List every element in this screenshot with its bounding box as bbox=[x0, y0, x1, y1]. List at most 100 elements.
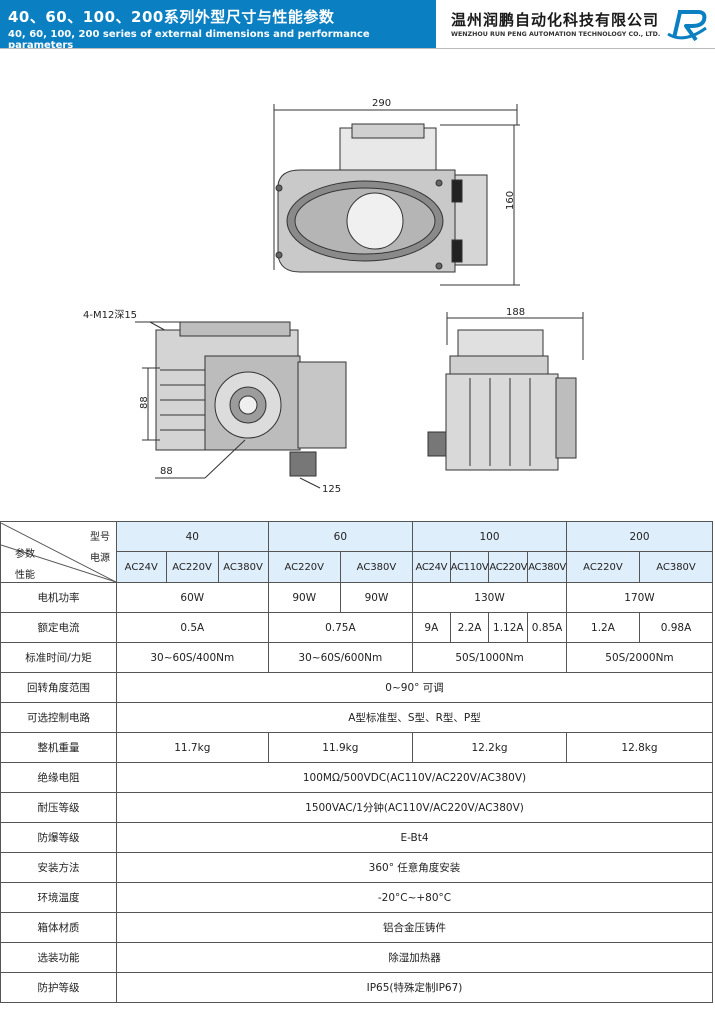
table-cell: E-Bt4 bbox=[116, 822, 713, 853]
spec-table: 型号 电源 参数 性能 40 60 100 200 AC24V AC220V A… bbox=[0, 521, 714, 1003]
model-60: 60 bbox=[267, 521, 414, 552]
table-cell: 12.8kg bbox=[565, 732, 714, 763]
table-row: 安装方法 360° 任意角度安装 bbox=[0, 852, 713, 883]
table-cell: 除湿加热器 bbox=[116, 942, 713, 973]
table-cell: A型标准型、S型、R型、P型 bbox=[116, 702, 713, 733]
model-100: 100 bbox=[412, 521, 567, 552]
table-cell: 90W bbox=[267, 582, 341, 613]
voltage-cell: AC110V bbox=[449, 551, 490, 583]
table-cell: 170W bbox=[565, 582, 714, 613]
table-row: 选装功能 除湿加热器 bbox=[0, 942, 713, 973]
row-label: 箱体材质 bbox=[0, 912, 117, 943]
row-label: 安装方法 bbox=[0, 852, 117, 883]
dimension-drawings: 290 160 4-M12深15 88 88 125 bbox=[83, 98, 584, 495]
side-dimension: 88 bbox=[139, 396, 150, 409]
table-cell: 0.75A bbox=[267, 612, 414, 643]
table-cell: 1.12A bbox=[488, 612, 529, 643]
company-name-en: WENZHOU RUN PENG AUTOMATION TECHNOLOGY C… bbox=[451, 31, 661, 38]
page-title: 40、60、100、200系列外型尺寸与性能参数 bbox=[8, 8, 335, 26]
table-cell: 9A bbox=[412, 612, 451, 643]
page-subtitle: 40, 60, 100, 200 series of external dime… bbox=[8, 29, 370, 51]
row-label: 防爆等级 bbox=[0, 822, 117, 853]
table-cell: 0.5A bbox=[116, 612, 269, 643]
shaft-dimension: 125 bbox=[322, 484, 341, 495]
table-cell: 2.2A bbox=[449, 612, 490, 643]
table-header-models: 型号 电源 参数 性能 40 60 100 200 bbox=[0, 521, 714, 583]
table-cell: 50S/2000Nm bbox=[565, 642, 714, 673]
table-row: 可选控制电路 A型标准型、S型、R型、P型 bbox=[0, 702, 713, 733]
table-row: 防护等级 IP65(特殊定制IP67) bbox=[0, 972, 713, 1003]
table-row: 电机功率 60W 90W 90W 130W 170W bbox=[0, 582, 714, 613]
row-label: 选装功能 bbox=[0, 942, 117, 973]
depth-dimension: 188 bbox=[506, 307, 525, 318]
voltage-cell: AC380V bbox=[217, 551, 269, 583]
table-cell: 130W bbox=[412, 582, 567, 613]
corner-performance: 性能 bbox=[15, 569, 35, 581]
row-label: 标准时间/力矩 bbox=[0, 642, 117, 673]
row-label: 额定电流 bbox=[0, 612, 117, 643]
table-row: 整机重量 11.7kg 11.9kg 12.2kg 12.8kg bbox=[0, 732, 714, 763]
page-header: 40、60、100、200系列外型尺寸与性能参数 40, 60, 100, 20… bbox=[0, 0, 715, 51]
table-row: 额定电流 0.5A 0.75A 9A 2.2A 1.12A 0.85A 1.2A… bbox=[0, 612, 714, 643]
table-cell: 30~60S/600Nm bbox=[267, 642, 414, 673]
company-name: 温州润鹏自动化科技有限公司 bbox=[451, 11, 660, 29]
row-label: 电机功率 bbox=[0, 582, 117, 613]
title-banner: 40、60、100、200系列外型尺寸与性能参数 40, 60, 100, 20… bbox=[0, 0, 436, 51]
table-cell: 0.98A bbox=[638, 612, 714, 643]
table-cell: 12.2kg bbox=[412, 732, 567, 763]
table-cell: 11.9kg bbox=[267, 732, 414, 763]
table-cell: 0.85A bbox=[527, 612, 567, 643]
width-dimension: 290 bbox=[372, 98, 391, 109]
table-cell: 铝合金压铸件 bbox=[116, 912, 713, 943]
row-label: 环境温度 bbox=[0, 882, 117, 913]
model-40: 40 bbox=[116, 521, 269, 552]
company-logo-icon bbox=[667, 10, 707, 42]
table-cell: 0~90° 可调 bbox=[116, 672, 713, 703]
table-cell: 11.7kg bbox=[116, 732, 269, 763]
row-label: 耐压等级 bbox=[0, 792, 117, 823]
voltage-cell: AC24V bbox=[116, 551, 167, 583]
voltage-cell: AC220V bbox=[565, 551, 640, 583]
thread-note: 4-M12深15 bbox=[83, 309, 137, 321]
row-label: 回转角度范围 bbox=[0, 672, 117, 703]
table-cell: 60W bbox=[116, 582, 269, 613]
row-label: 可选控制电路 bbox=[0, 702, 117, 733]
corner-power: 电源 bbox=[90, 552, 110, 564]
table-cell: 90W bbox=[339, 582, 414, 613]
table-row: 回转角度范围 0~90° 可调 bbox=[0, 672, 713, 703]
table-cell: 1.2A bbox=[565, 612, 640, 643]
row-label: 防护等级 bbox=[0, 972, 117, 1003]
table-row: 防爆等级 E-Bt4 bbox=[0, 822, 713, 853]
voltage-cell: AC380V bbox=[527, 551, 567, 583]
voltage-cell: AC220V bbox=[488, 551, 529, 583]
table-row: 绝缘电阻 100MΩ/500VDC(AC110V/AC220V/AC380V) bbox=[0, 762, 713, 793]
table-cell: IP65(特殊定制IP67) bbox=[116, 972, 713, 1003]
table-header-voltages: AC24V AC220V AC380V AC220V AC380V AC24V … bbox=[1, 551, 714, 583]
top-view-drawing bbox=[273, 104, 520, 286]
voltage-cell: AC24V bbox=[412, 551, 451, 583]
table-cell: 1500VAC/1分钟(AC110V/AC220V/AC380V) bbox=[116, 792, 713, 823]
row-label: 整机重量 bbox=[0, 732, 117, 763]
table-row: 箱体材质 铝合金压铸件 bbox=[0, 912, 713, 943]
table-cell: 50S/1000Nm bbox=[412, 642, 567, 673]
height-dimension: 160 bbox=[505, 191, 516, 210]
table-row: 标准时间/力矩 30~60S/400Nm 30~60S/600Nm 50S/10… bbox=[0, 642, 714, 673]
table-corner: 型号 电源 参数 性能 bbox=[0, 521, 117, 583]
table-cell: 100MΩ/500VDC(AC110V/AC220V/AC380V) bbox=[116, 762, 713, 793]
model-200: 200 bbox=[565, 521, 714, 552]
voltage-cell: AC380V bbox=[638, 551, 714, 583]
corner-model: 型号 bbox=[90, 531, 110, 543]
corner-params: 参数 bbox=[15, 548, 35, 560]
voltage-cell: AC220V bbox=[165, 551, 219, 583]
bottom-dimension: 88 bbox=[160, 466, 173, 477]
table-row: 耐压等级 1500VAC/1分钟(AC110V/AC220V/AC380V) bbox=[0, 792, 713, 823]
table-row: 环境温度 -20°C~+80°C bbox=[0, 882, 713, 913]
table-cell: 30~60S/400Nm bbox=[116, 642, 269, 673]
voltage-cell: AC380V bbox=[339, 551, 414, 583]
table-cell: 360° 任意角度安装 bbox=[116, 852, 713, 883]
side-view-drawing bbox=[427, 312, 584, 471]
voltage-cell: AC220V bbox=[267, 551, 341, 583]
header-divider bbox=[0, 48, 715, 49]
row-label: 绝缘电阻 bbox=[0, 762, 117, 793]
front-view-drawing bbox=[135, 321, 347, 489]
